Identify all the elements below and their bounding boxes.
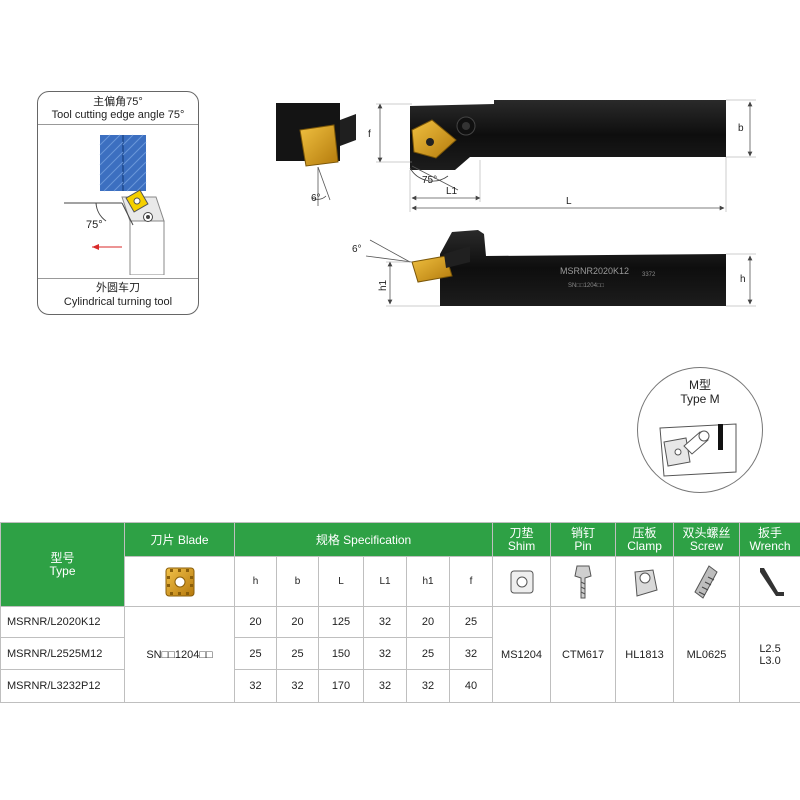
dim-L-label: L [566,196,572,207]
inset-divider-bottom [38,278,198,279]
feed-arrow-icon [92,244,99,250]
dim-f-label: f [368,129,371,140]
shim-value: MS1204 [492,606,552,703]
cell-L: 150 [318,637,364,670]
clamp-value: HL1813 [615,606,675,703]
shim-icon [510,570,534,593]
spec-col-h1: h1 [406,556,450,607]
shank-marking: MSRNR2020K12 [560,266,629,276]
spec-col-L: L [318,556,364,607]
cell-L1: 32 [363,669,407,703]
inset-angle-label: 75° [86,219,103,231]
cell-h1: 25 [406,637,450,670]
cell-L1: 32 [363,606,407,638]
clamp-image-cell [615,556,675,607]
spec-col-L1: L1 [363,556,407,607]
top-view-insert [411,119,457,159]
spec-col-h: h [234,556,277,607]
inset-title-cn: 主偏角75° [93,96,143,108]
inset-illustration: 75° [64,134,165,275]
inset-title-en: Tool cutting edge angle 75° [51,109,185,121]
cell-L: 170 [318,669,364,703]
header-specification: 规格 Specification [233,522,494,557]
wrench-image-cell [739,556,800,607]
row-type: MSRNR/L2525M12 [0,637,125,670]
cell-f: 32 [448,637,494,670]
cell-f: 40 [448,669,494,703]
cell-h: 25 [234,637,277,670]
shank-marking-small: 3372 [642,272,656,278]
cell-L: 125 [318,606,364,638]
cell-L1: 32 [363,637,407,670]
angle-6-top-label: 6° [311,193,321,204]
angle-75-label: 75° [422,175,437,186]
cell-b: 25 [276,637,319,670]
inset-divider-top [38,124,198,125]
type-m-en: Type M [680,392,720,406]
dim-h1-label: h1 [378,279,389,291]
cell-h: 20 [234,606,277,638]
clamp-icon [633,568,658,597]
pin-icon [574,565,592,598]
shim-image-cell [492,556,552,607]
blade-image-cell [124,556,235,607]
angle-6-side-label: 6° [352,244,362,255]
side-view [411,230,726,306]
dim-h-label: h [740,274,746,285]
spec-col-f: f [448,556,494,607]
screw-image-cell [673,556,741,607]
cell-h: 32 [234,669,277,703]
blade-value: SN□□1204□□ [124,606,235,703]
inset-footer-cn: 外圆车刀 [96,282,140,294]
cell-b: 20 [276,606,319,638]
top-view [409,100,726,191]
wrench-icon [760,567,785,596]
dim-L1-label: L1 [446,186,458,197]
row-type: MSRNR/L3232P12 [0,669,125,703]
type-m-illustration [659,423,737,477]
side-view-insert [411,255,453,283]
insert-icon [165,567,194,596]
inset-footer-en: Cylindrical turning tool [63,296,173,308]
pin-image-cell [550,556,617,607]
cell-h1: 32 [406,669,450,703]
cutting-angle-inset: 主偏角75° Tool cutting edge angle 75° [37,91,199,315]
screw-value: ML0625 [673,606,741,703]
type-m-callout: M型 Type M [637,367,763,493]
dim-b-label: b [738,123,744,134]
shank-marking-sub: SN□□1204□□ [568,283,605,289]
end-view [276,103,356,206]
cell-f: 25 [448,606,494,638]
row-type: MSRNR/L2020K12 [0,606,125,638]
cell-b: 32 [276,669,319,703]
spec-col-b: b [276,556,319,607]
cell-h1: 20 [406,606,450,638]
type-m-cn: M型 [689,378,711,392]
screw-icon [693,564,718,599]
pin-value: CTM617 [550,606,617,703]
header-blade: 刀片 Blade [124,522,235,557]
tool-drawing: 6° 75° f b L1 L MSRNR2020K12 SN□□1204□□ … [276,99,756,307]
